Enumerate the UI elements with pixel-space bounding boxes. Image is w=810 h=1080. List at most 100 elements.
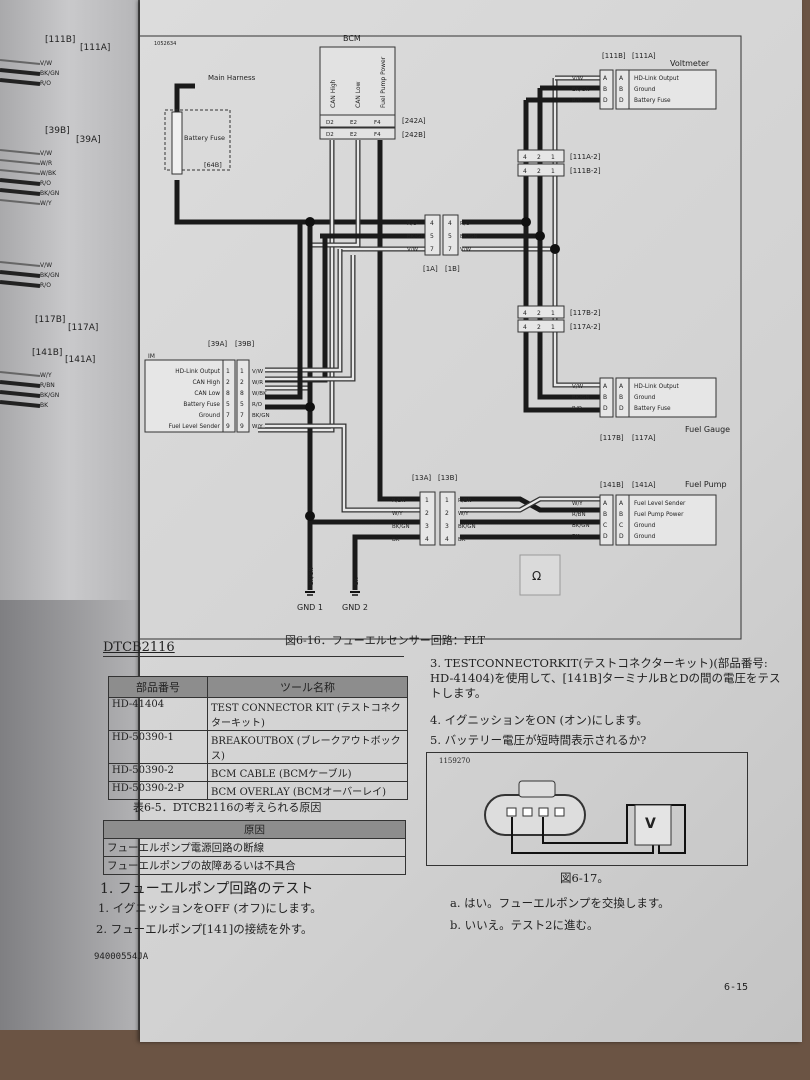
pin-number: 7 xyxy=(448,246,452,253)
wire-color-label: W/R xyxy=(252,380,263,386)
page-number: 6-15 xyxy=(724,982,749,993)
left-conn-label: [117B] xyxy=(35,315,65,325)
pin-function: Ground xyxy=(634,523,656,529)
wire-color-label: R/O xyxy=(572,98,583,104)
left-wire xyxy=(0,280,41,288)
left-wire xyxy=(0,380,41,388)
step-4: 4. イグニッションをON (オン)にします。 xyxy=(430,713,648,727)
left-wire xyxy=(0,371,41,377)
probe-illustration: V xyxy=(484,780,686,854)
wire-color-label: BK xyxy=(354,577,360,585)
bcm-cavity: F4 xyxy=(374,132,381,138)
wire-color-label: BK/GN xyxy=(40,392,59,399)
table-row: フューエルポンプの故障あるいは不具合 xyxy=(103,856,406,875)
inline-connector xyxy=(517,163,565,177)
connector-label: [13A] xyxy=(412,474,431,482)
answer-b: b. いいえ。テスト2に進む。 xyxy=(450,918,599,932)
answer-a: a. はい。フューエルポンプを交換します。 xyxy=(450,896,670,910)
pin-letter: D xyxy=(619,533,624,540)
bcm-cavity: D2 xyxy=(326,132,334,138)
diagram-id: 1052634 xyxy=(154,41,176,47)
wire-color-label: R/O xyxy=(572,406,583,412)
pin-letter: D xyxy=(603,533,608,540)
connector-label: [39B] xyxy=(235,340,254,348)
left-conn-label: [141A] xyxy=(65,355,95,365)
wire-color-label: R/O xyxy=(40,80,51,87)
pin-number: 9 xyxy=(240,423,244,430)
wire-color-label: BK xyxy=(458,537,466,543)
left-conn-label: [111B] xyxy=(45,35,75,45)
pin-number: 2 xyxy=(537,310,541,317)
pin-number: 1 xyxy=(551,168,555,175)
left-wire xyxy=(0,178,41,186)
splice-junction xyxy=(550,244,560,254)
pin-number: 7 xyxy=(226,412,230,419)
connector-1b xyxy=(442,214,459,256)
left-wire xyxy=(0,59,41,65)
inline-connector xyxy=(517,319,565,333)
left-page-diagram: [111B] [111A] [39B] [39A] [117B] [117A] … xyxy=(0,35,110,409)
pin-number: 2 xyxy=(445,510,449,517)
pin-function: HD-Link Output xyxy=(634,384,679,390)
pin-number: 1 xyxy=(226,368,230,375)
pin-number: 5 xyxy=(240,401,244,408)
step-3: 3. TESTCONNECTORKIT(テストコネクターキット)(部品番号: H… xyxy=(430,656,781,700)
pin-letter: B xyxy=(619,394,623,401)
pin-function: Battery Fuse xyxy=(634,98,671,104)
connector-label: [111B-2] xyxy=(570,167,601,175)
wire-color-label: V/W xyxy=(572,76,584,82)
pin-number: 1 xyxy=(240,368,244,375)
cause-table: 原因 フューエルポンプ電源回路の断線 フューエルポンプの故障あるいは不具合 xyxy=(103,820,406,875)
step-2: 2. フューエルポンプ[141]の接続を外す。 xyxy=(96,922,313,936)
connector-label: [13B] xyxy=(438,474,457,482)
wire-color-label: V/W xyxy=(572,384,584,390)
wire-color-label: V/W xyxy=(252,369,264,375)
main-harness-label: Main Harness xyxy=(208,74,256,82)
connector-13a xyxy=(419,491,436,546)
wire-color-label: W/R xyxy=(40,160,52,167)
wire-color-label: BK/GN xyxy=(458,524,476,530)
left-wire xyxy=(0,68,41,76)
voltmeter xyxy=(634,804,672,846)
connector-label: [1B] xyxy=(445,265,460,273)
part-number: HD-50390-1 xyxy=(108,730,208,764)
wire-color-label: W/BK xyxy=(40,170,57,177)
left-wire xyxy=(0,261,41,267)
wire-color-label: BK/GN xyxy=(40,70,59,77)
left-conn-label: [117A] xyxy=(68,323,98,333)
wire-color-label: BK/GN xyxy=(572,395,590,401)
connector-label: [141B] xyxy=(600,481,624,489)
diagram-frame xyxy=(140,35,742,640)
pin-function: Ground xyxy=(634,87,656,93)
wire-color-label: BK/GN xyxy=(40,272,59,279)
wire-color-label: BK xyxy=(40,402,49,409)
pin-function: Fuel Level Sender xyxy=(169,424,221,430)
left-wire xyxy=(0,188,41,196)
wire-bk-gn-im xyxy=(265,236,328,383)
voltmeter-connector-b xyxy=(599,69,614,110)
wire-color-label: R/O xyxy=(252,402,263,408)
connector-label: [117A-2] xyxy=(570,323,601,331)
pin-letter: A xyxy=(619,75,624,82)
pin-number: 4 xyxy=(425,536,429,543)
pin-number: 4 xyxy=(430,220,434,227)
bcm-cavity: E2 xyxy=(350,132,357,138)
bcm-cavity: D2 xyxy=(326,120,334,126)
connector-terminals xyxy=(506,807,565,817)
pin-function: Fuel Level Sender xyxy=(634,501,686,507)
pin-letter: D xyxy=(603,405,608,412)
wire-color-label: V/W xyxy=(460,247,472,253)
fuse-conn-label: [64B] xyxy=(204,161,222,169)
pin-number: 7 xyxy=(430,246,434,253)
pin-function: Ground xyxy=(634,534,656,540)
wire-v-w-trunk-core xyxy=(553,78,600,387)
pin-letter: C xyxy=(603,522,607,529)
pin-function: Ground xyxy=(199,413,221,419)
test-heading: 1. フューエルポンプ回路のテスト xyxy=(100,881,314,897)
wire-color-label: BK/GN xyxy=(252,413,270,419)
left-wire xyxy=(0,390,41,398)
wire-r-o xyxy=(174,180,425,225)
pin-number: 2 xyxy=(226,379,230,386)
